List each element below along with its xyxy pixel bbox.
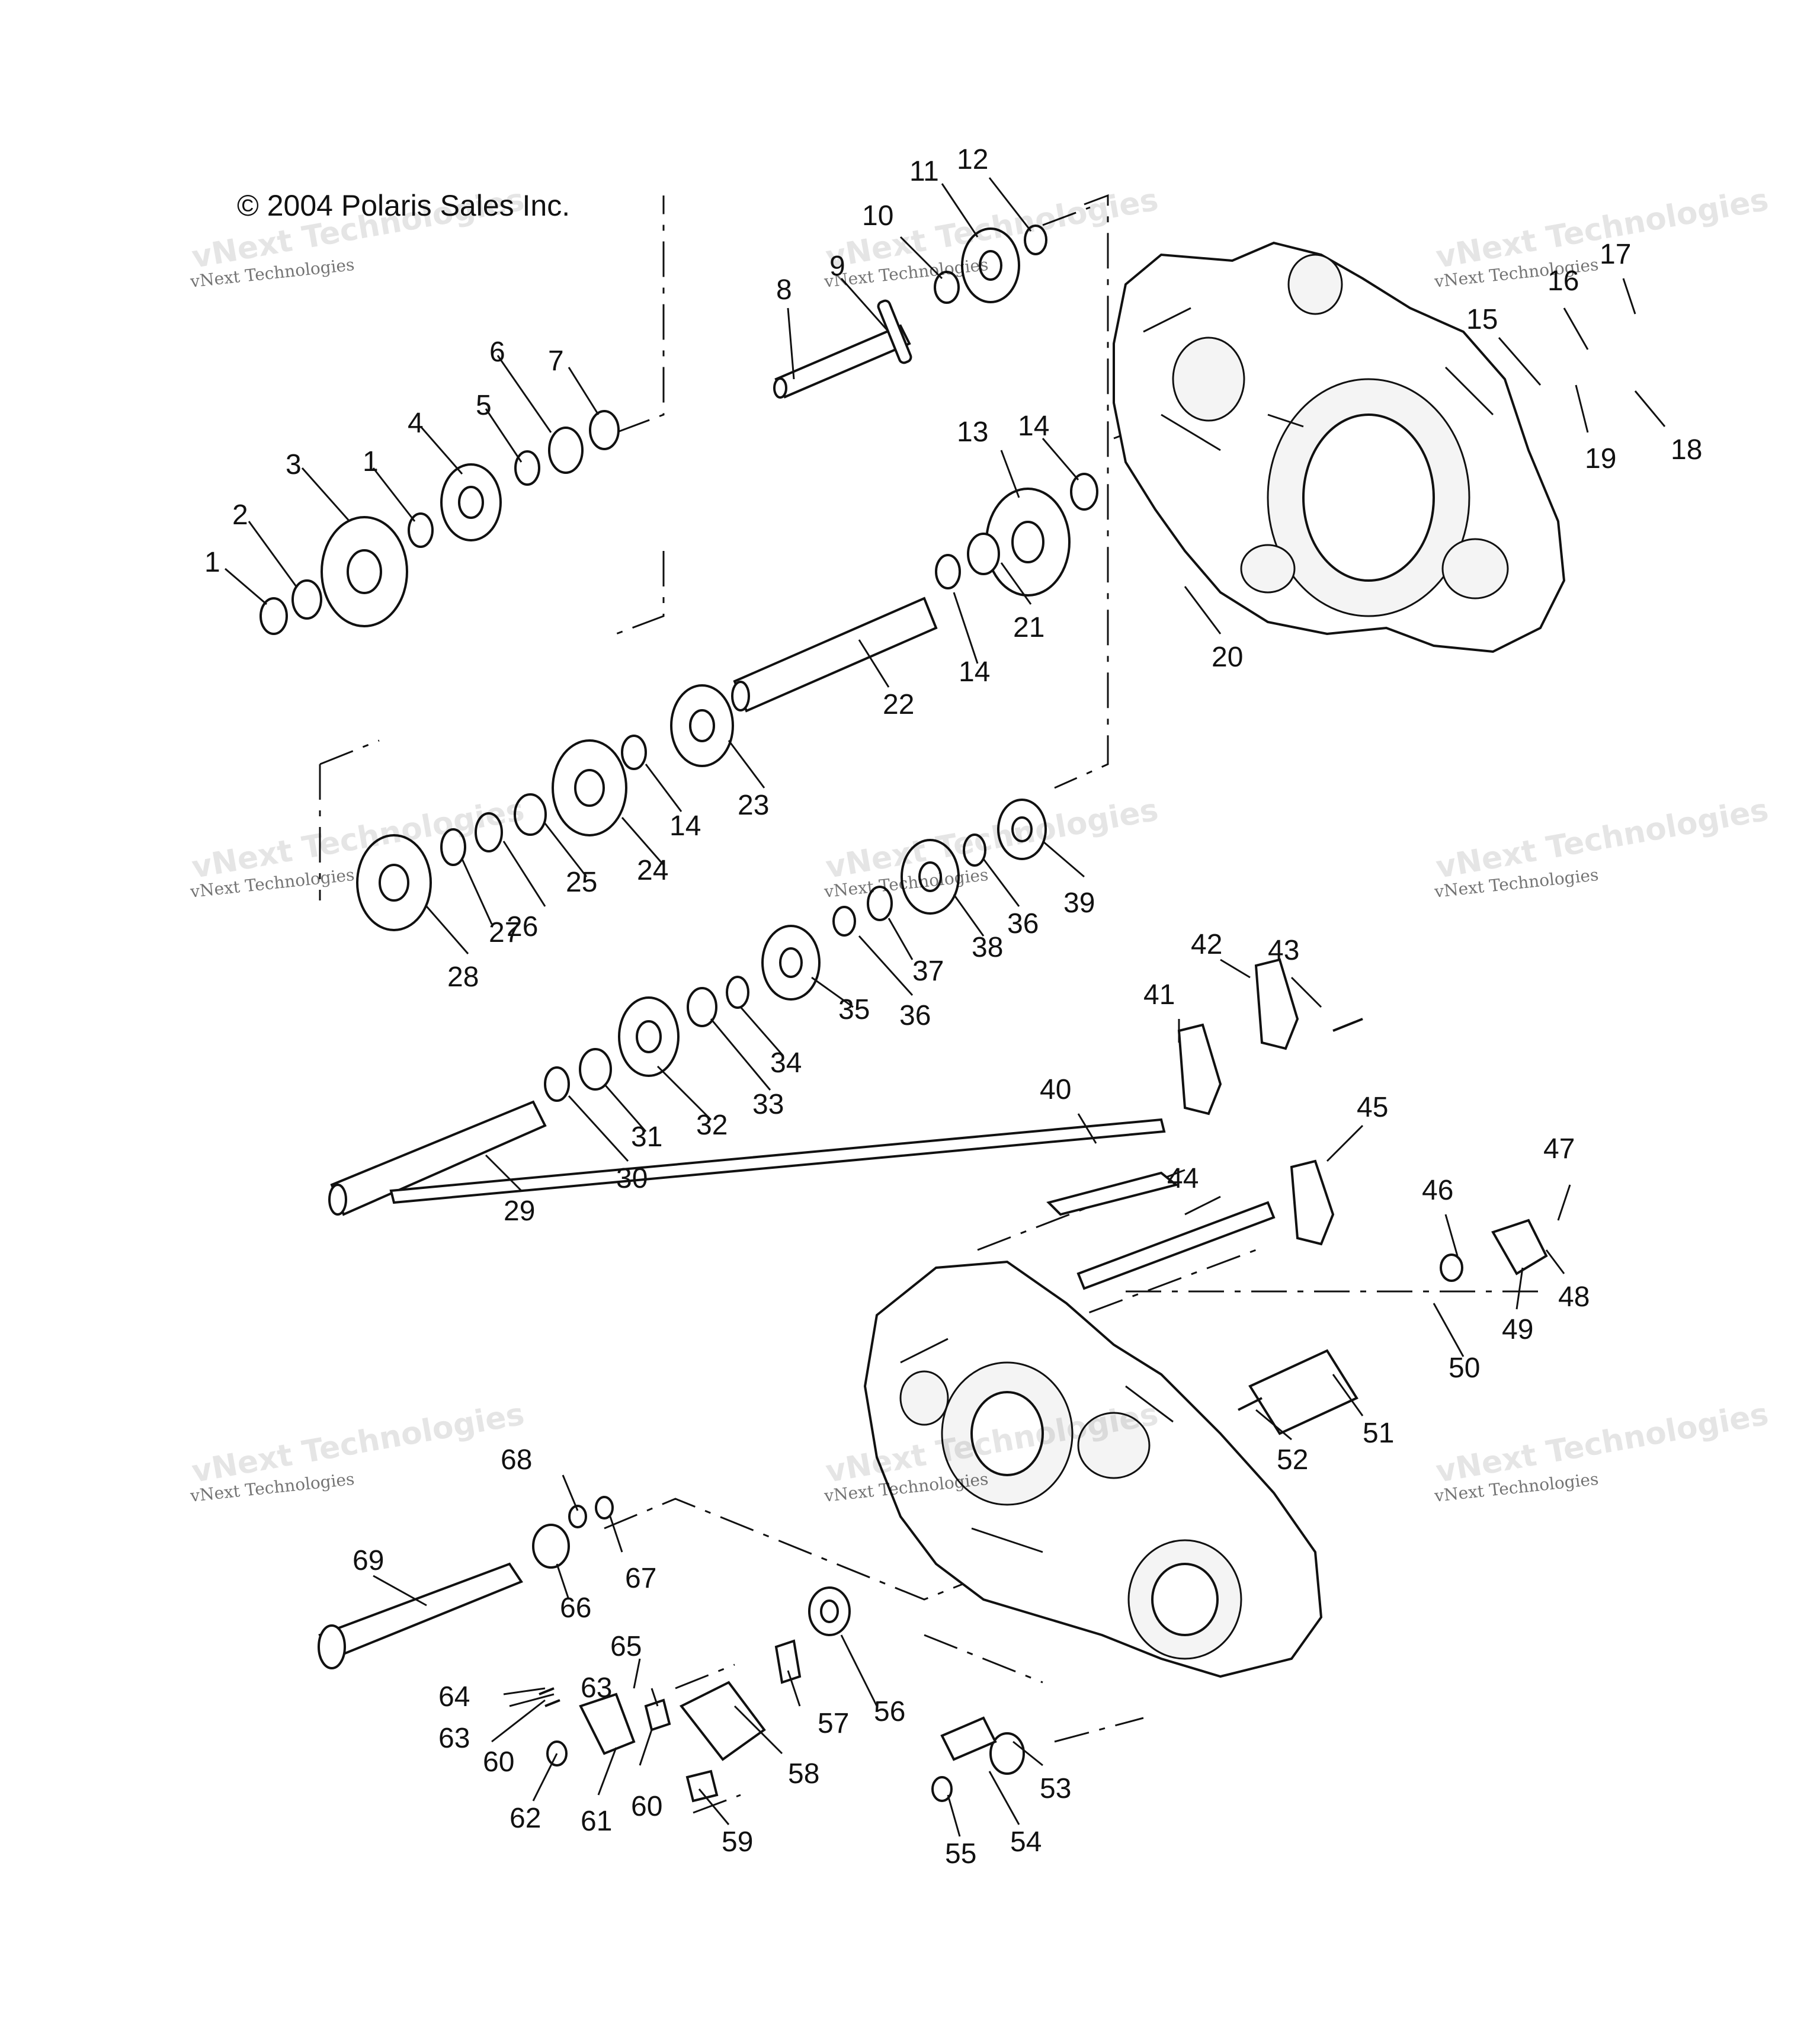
callout-32: 32 bbox=[696, 1110, 728, 1141]
watermark-top-center: vNext Technologies vNext Technologies bbox=[823, 182, 1161, 291]
callout-36a: 36 bbox=[899, 1000, 931, 1031]
callout-61: 61 bbox=[581, 1806, 612, 1837]
callout-2: 2 bbox=[232, 499, 248, 531]
callout-43: 43 bbox=[1268, 935, 1299, 966]
shift-linkage-parts bbox=[318, 1496, 1025, 1803]
copyright-notice: © 2004 Polaris Sales Inc. bbox=[237, 189, 571, 222]
callout-37: 37 bbox=[912, 956, 944, 987]
callout-20: 20 bbox=[1212, 642, 1243, 673]
callout-25: 25 bbox=[566, 867, 597, 898]
callout-14b: 14 bbox=[959, 656, 990, 688]
idler-shaft-parts bbox=[773, 225, 1047, 399]
callout-66: 66 bbox=[560, 1592, 591, 1624]
callout-46: 46 bbox=[1422, 1175, 1453, 1206]
callout-64: 64 bbox=[438, 1681, 470, 1713]
callout-17: 17 bbox=[1600, 239, 1631, 270]
callout-45: 45 bbox=[1357, 1092, 1388, 1123]
callout-10: 10 bbox=[862, 200, 893, 232]
watermark-top-left: vNext Technologies vNext Technologies bbox=[189, 182, 527, 291]
callout-54: 54 bbox=[1010, 1826, 1042, 1858]
callout-14a: 14 bbox=[1018, 411, 1049, 442]
watermark-mid-center: vNext Technologies vNext Technologies bbox=[823, 792, 1161, 902]
callout-31: 31 bbox=[631, 1121, 662, 1153]
callout-50: 50 bbox=[1449, 1352, 1480, 1384]
leader-lines bbox=[225, 177, 1666, 1837]
callout-12: 12 bbox=[957, 144, 988, 175]
callout-57: 57 bbox=[818, 1708, 849, 1739]
callout-4: 4 bbox=[408, 408, 424, 439]
callout-27: 27 bbox=[489, 917, 520, 948]
callout-34: 34 bbox=[770, 1047, 802, 1079]
callout-13: 13 bbox=[957, 416, 988, 448]
main-shaft-parts bbox=[356, 473, 1098, 931]
callout-69: 69 bbox=[353, 1545, 384, 1576]
watermark-top-right: vNext Technologies vNext Technologies bbox=[1433, 182, 1771, 291]
callout-14c: 14 bbox=[669, 810, 701, 842]
callout-24: 24 bbox=[637, 855, 668, 886]
callout-49: 49 bbox=[1502, 1314, 1533, 1345]
watermark-mid-left: vNext Technologies vNext Technologies bbox=[189, 792, 527, 902]
shift-parts bbox=[389, 958, 1548, 1435]
callout-1a: 1 bbox=[204, 547, 220, 578]
callout-5: 5 bbox=[476, 390, 492, 421]
callout-60b: 60 bbox=[631, 1791, 662, 1822]
upper-crankcase bbox=[1113, 241, 1566, 653]
callout-30: 30 bbox=[616, 1163, 648, 1194]
callout-58: 58 bbox=[788, 1758, 819, 1790]
callout-29: 29 bbox=[504, 1195, 535, 1227]
callout-60a: 60 bbox=[483, 1746, 514, 1778]
callout-63a: 63 bbox=[438, 1723, 470, 1754]
callout-7: 7 bbox=[548, 345, 564, 377]
callout-11: 11 bbox=[909, 156, 939, 187]
callout-38: 38 bbox=[972, 932, 1003, 963]
watermark-bottom-center: vNext Technologies vNext Technologies bbox=[823, 1396, 1161, 1506]
callout-62: 62 bbox=[510, 1803, 541, 1834]
callout-44: 44 bbox=[1167, 1163, 1199, 1194]
callout-55: 55 bbox=[945, 1838, 976, 1870]
callout-65: 65 bbox=[610, 1631, 642, 1662]
callout-19: 19 bbox=[1585, 443, 1616, 475]
callout-59: 59 bbox=[722, 1826, 753, 1858]
callout-67: 67 bbox=[625, 1563, 656, 1594]
callout-8: 8 bbox=[776, 274, 792, 306]
callout-18: 18 bbox=[1671, 434, 1702, 466]
callout-35: 35 bbox=[838, 994, 870, 1025]
callout-21: 21 bbox=[1013, 612, 1044, 643]
callout-36b: 36 bbox=[1007, 908, 1039, 940]
callout-1b: 1 bbox=[363, 446, 379, 477]
callout-48: 48 bbox=[1558, 1281, 1590, 1313]
callout-9: 9 bbox=[829, 251, 845, 282]
watermark-bottom-left: vNext Technologies vNext Technologies bbox=[189, 1396, 527, 1506]
callout-40: 40 bbox=[1040, 1074, 1071, 1105]
callout-16: 16 bbox=[1547, 265, 1579, 297]
lower-crankcase bbox=[863, 1260, 1323, 1678]
callout-63b: 63 bbox=[581, 1672, 612, 1704]
callout-23: 23 bbox=[738, 790, 769, 821]
callout-15: 15 bbox=[1466, 304, 1498, 335]
callout-28: 28 bbox=[447, 961, 479, 993]
upper-shaft-parts bbox=[259, 410, 620, 635]
callout-56: 56 bbox=[874, 1696, 905, 1727]
callout-53: 53 bbox=[1040, 1773, 1071, 1804]
callout-labels: 1 2 3 1 4 5 6 7 8 9 10 11 12 13 14 14 15… bbox=[204, 144, 1702, 1870]
callout-39: 39 bbox=[1063, 887, 1095, 919]
callout-68: 68 bbox=[501, 1444, 532, 1476]
callout-41: 41 bbox=[1143, 979, 1175, 1011]
counter-shaft-parts bbox=[328, 839, 960, 1216]
callout-33: 33 bbox=[752, 1089, 784, 1120]
callout-52: 52 bbox=[1277, 1444, 1308, 1476]
callout-51: 51 bbox=[1363, 1418, 1394, 1449]
callout-42: 42 bbox=[1191, 929, 1222, 960]
watermark-bottom-right: vNext Technologies vNext Technologies bbox=[1433, 1396, 1771, 1506]
callout-3: 3 bbox=[286, 449, 302, 480]
callout-47: 47 bbox=[1543, 1133, 1575, 1165]
callout-22: 22 bbox=[883, 689, 914, 720]
callout-6: 6 bbox=[489, 336, 505, 368]
callout-26: 26 bbox=[507, 911, 538, 943]
watermark-mid-right: vNext Technologies vNext Technologies bbox=[1433, 792, 1771, 902]
